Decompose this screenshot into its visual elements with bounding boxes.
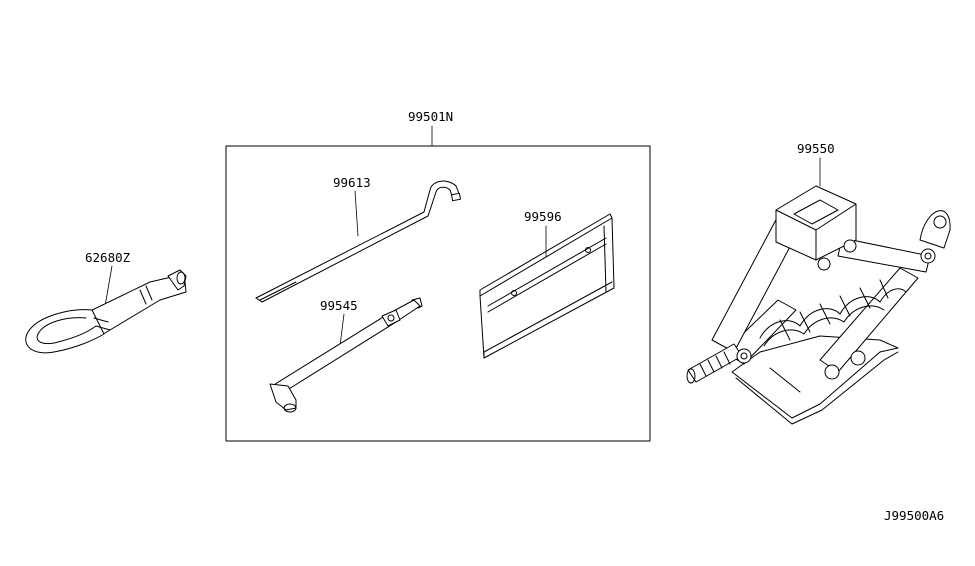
wheel-wrench-leader-line — [339, 313, 345, 347]
wheel-wrench-icon — [269, 297, 423, 413]
tow-hook-part-number[interactable]: 62680Z — [85, 250, 131, 265]
jack-part-number[interactable]: 99550 — [797, 141, 835, 156]
tool-bag-icon — [479, 213, 615, 359]
tool-bag-part-number[interactable]: 99596 — [524, 209, 562, 224]
jack-handle-part-number[interactable]: 99613 — [333, 175, 371, 190]
tool-kit-box — [225, 145, 651, 442]
tow-hook-icon — [25, 269, 187, 354]
tool-kit-group[interactable]: 99501N — [225, 109, 651, 442]
jack-group[interactable]: 99550 — [686, 141, 951, 425]
tool-kit-part-number[interactable]: 99501N — [408, 109, 453, 124]
diagram-code: J99500A6 — [884, 508, 944, 523]
wheel-wrench-group[interactable]: 99545 — [269, 297, 423, 413]
wheel-wrench-part-number[interactable]: 99545 — [320, 298, 358, 313]
tool-bag-group[interactable]: 99596 — [479, 209, 615, 359]
jack-handle-leader-line — [354, 190, 359, 237]
scissor-jack-icon — [686, 185, 951, 425]
jack-handle-icon — [255, 180, 461, 303]
jack-handle-group[interactable]: 99613 — [255, 175, 461, 303]
tow-hook-group[interactable]: 62680Z — [25, 250, 187, 354]
